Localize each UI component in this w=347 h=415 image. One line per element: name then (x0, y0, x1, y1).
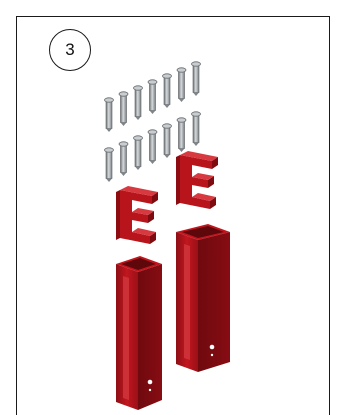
screw-icon (177, 118, 186, 152)
screw-icon (134, 86, 143, 120)
screw-icon (134, 136, 143, 170)
post-icon (176, 224, 230, 372)
bracket-icon (176, 151, 218, 209)
screw-icon (105, 148, 114, 182)
bracket-icon (116, 186, 158, 244)
post-icon (116, 256, 162, 410)
screw-icon (163, 124, 172, 158)
screw-icon (148, 130, 157, 164)
screw-icon (177, 68, 186, 102)
screw-icon (192, 112, 201, 146)
screw-icon (119, 92, 128, 126)
screw-icon (119, 142, 128, 176)
screw-icon (105, 98, 114, 132)
screw-icon (163, 74, 172, 108)
screw-icon (192, 62, 201, 96)
screw-icon (148, 80, 157, 114)
